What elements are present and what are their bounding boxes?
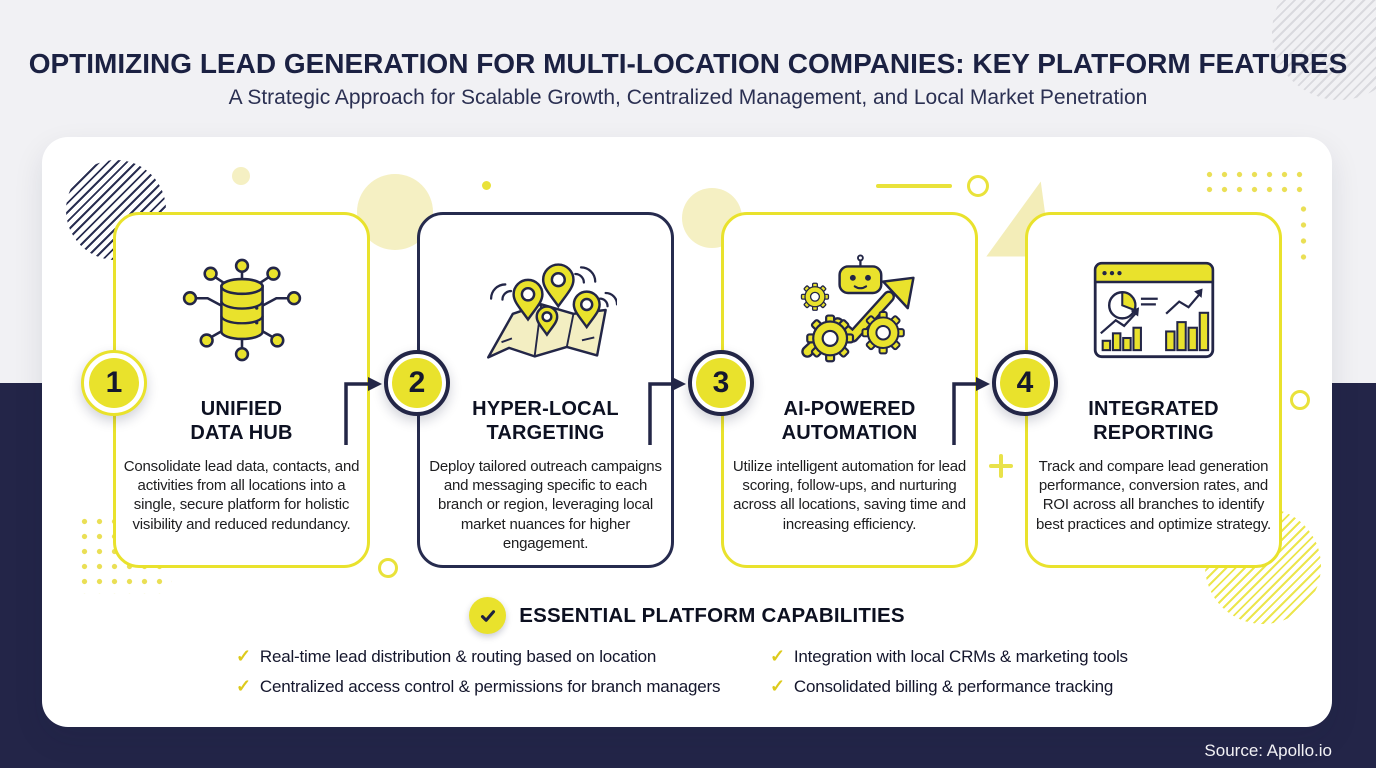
ring-decoration xyxy=(1290,390,1310,410)
step-3-badge: 3 xyxy=(688,350,754,416)
capability-item: ✓ Consolidated billing & performance tra… xyxy=(770,676,1128,697)
feature-card-unified-data-hub: UNIFIED DATA HUB Consolidate lead data, … xyxy=(113,212,370,568)
card-title: HYPER-LOCAL TARGETING xyxy=(472,397,619,445)
card-title-line1: INTEGRATED xyxy=(1088,398,1219,420)
dot-column-decoration xyxy=(1296,201,1311,267)
card-title: INTEGRATED REPORTING xyxy=(1088,397,1219,445)
card-title-line1: AI-POWERED xyxy=(783,398,916,420)
circle-decoration xyxy=(232,167,250,185)
capability-text: Integration with local CRMs & marketing … xyxy=(793,647,1128,666)
feature-card-integrated-reporting: INTEGRATED REPORTING Track and compare l… xyxy=(1025,212,1282,568)
card-title-line2: TARGETING xyxy=(486,422,605,444)
page-title: OPTIMIZING LEAD GENERATION FOR MULTI-LOC… xyxy=(28,48,1348,79)
card-description: Utilize intelligent automation for lead … xyxy=(732,458,967,533)
capabilities-heading: ESSENTIAL PLATFORM CAPABILITIES xyxy=(42,597,1332,634)
dot-grid-decoration xyxy=(1202,167,1306,200)
step-number: 2 xyxy=(392,358,442,408)
check-icon: ✓ xyxy=(236,646,251,666)
capability-item: ✓ Real-time lead distribution & routing … xyxy=(236,646,770,667)
ring-decoration xyxy=(378,558,398,578)
capability-item: ✓ Integration with local CRMs & marketin… xyxy=(770,646,1128,667)
database-hub-icon xyxy=(178,237,306,383)
dot-decoration xyxy=(482,181,491,190)
capability-text: Centralized access control & permissions… xyxy=(259,677,721,696)
card-title: UNIFIED DATA HUB xyxy=(190,397,292,445)
ring-decoration xyxy=(967,175,989,197)
line-decoration xyxy=(876,184,952,188)
card-description: Consolidate lead data, contacts, and act… xyxy=(123,458,360,533)
card-description: Track and compare lead generation perfor… xyxy=(1036,458,1271,533)
capability-item: ✓ Centralized access control & permissio… xyxy=(236,676,770,697)
check-icon: ✓ xyxy=(770,646,785,666)
check-icon: ✓ xyxy=(770,676,785,696)
card-title: AI-POWERED AUTOMATION xyxy=(782,397,918,445)
card-description: Deploy tailored outreach campaigns and m… xyxy=(429,458,662,552)
step-2-badge: 2 xyxy=(384,350,450,416)
capabilities-title: ESSENTIAL PLATFORM CAPABILITIES xyxy=(519,603,905,627)
card-title-line2: AUTOMATION xyxy=(781,422,918,444)
step-1-badge: 1 xyxy=(81,350,147,416)
robot-gears-growth-icon xyxy=(779,237,921,383)
card-title-line1: UNIFIED xyxy=(200,398,283,420)
source-attribution: Source: Apollo.io xyxy=(1204,741,1332,760)
step-4-badge: 4 xyxy=(992,350,1058,416)
step-number: 1 xyxy=(89,358,139,408)
check-icon: ✓ xyxy=(236,676,251,696)
check-circle-icon xyxy=(469,597,507,634)
capability-text: Consolidated billing & performance track… xyxy=(793,677,1114,696)
page-subtitle: A Strategic Approach for Scalable Growth… xyxy=(228,86,1148,109)
feature-card-hyper-local-targeting: HYPER-LOCAL TARGETING Deploy tailored ou… xyxy=(417,212,674,568)
step-number: 4 xyxy=(1000,358,1050,408)
step-number: 3 xyxy=(696,358,746,408)
card-title-line2: DATA HUB xyxy=(190,422,293,444)
map-location-pins-icon xyxy=(475,237,617,383)
card-title-line2: REPORTING xyxy=(1093,422,1214,444)
feature-card-ai-powered-automation: AI-POWERED AUTOMATION Utilize intelligen… xyxy=(721,212,978,568)
flow-arrow-icon xyxy=(952,377,990,445)
card-title-line1: HYPER-LOCAL xyxy=(472,398,619,420)
flow-arrow-icon xyxy=(344,377,382,445)
capability-text: Real-time lead distribution & routing ba… xyxy=(259,647,657,666)
plus-decoration xyxy=(989,454,1013,478)
capabilities-list: ✓ Real-time lead distribution & routing … xyxy=(236,646,1128,697)
dashboard-charts-icon xyxy=(1084,237,1224,383)
flow-arrow-icon xyxy=(648,377,686,445)
